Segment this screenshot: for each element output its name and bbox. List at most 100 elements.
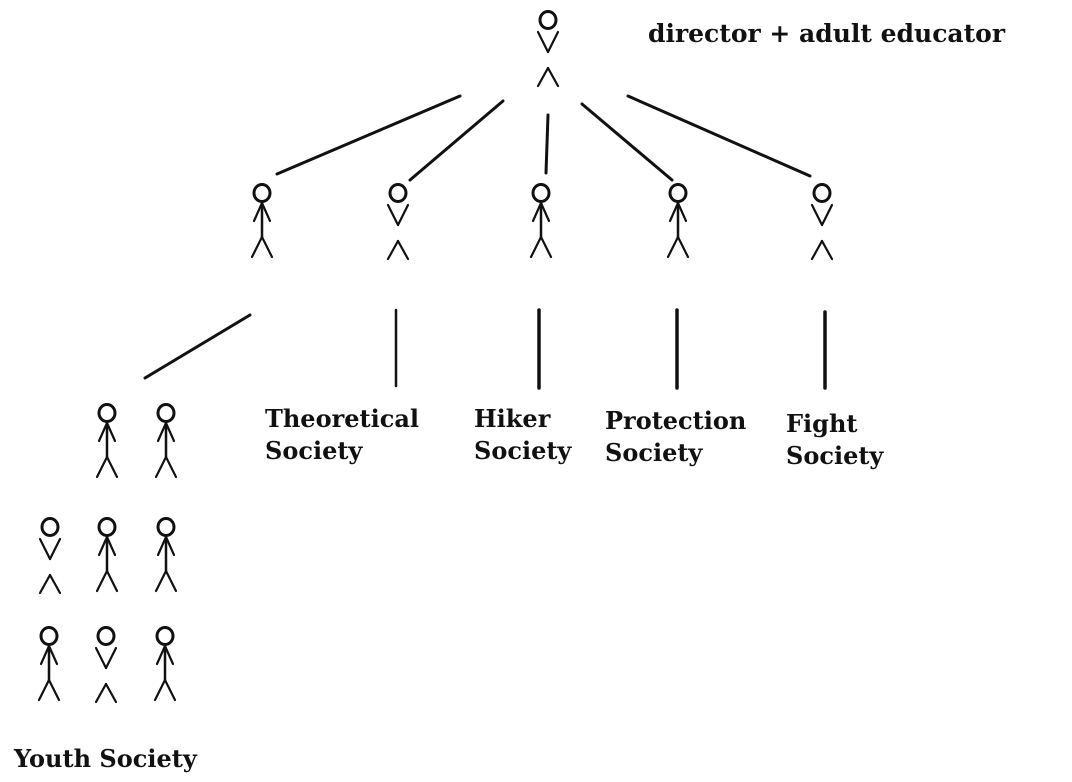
youth-member-figure — [95, 403, 119, 479]
leg — [260, 235, 274, 259]
leader-figure-youth — [250, 183, 274, 259]
v-stroke — [820, 203, 834, 227]
head — [97, 517, 117, 537]
v-stroke — [536, 30, 550, 54]
director-label: director + adult educator — [648, 19, 1006, 48]
leg — [539, 235, 553, 259]
head — [388, 183, 408, 203]
label-line-1: Fight — [786, 409, 858, 438]
caret-stroke — [396, 239, 410, 261]
caret-stroke — [104, 682, 118, 704]
leg — [95, 569, 109, 593]
head — [668, 183, 688, 203]
youth-member-figure — [95, 517, 119, 593]
connector-line — [275, 94, 462, 176]
label-line-2: Society — [265, 436, 363, 465]
v-stroke — [386, 203, 400, 227]
arm — [164, 535, 176, 557]
label-line-2: Society — [474, 436, 572, 465]
v-stroke — [104, 646, 118, 670]
arm — [539, 201, 551, 223]
leg — [163, 678, 177, 702]
label-youth-society: Youth Society — [14, 743, 197, 775]
leg — [164, 455, 178, 479]
arm — [105, 421, 117, 443]
leg — [529, 235, 543, 259]
leg — [154, 455, 168, 479]
head — [538, 10, 558, 30]
arm — [252, 201, 264, 223]
connector-line — [143, 313, 252, 380]
v-stroke — [810, 203, 824, 227]
arm — [97, 421, 109, 443]
arm — [260, 201, 272, 223]
arm — [97, 535, 109, 557]
leader-figure-protection — [666, 183, 690, 259]
youth-member-figure — [154, 517, 178, 593]
caret-stroke — [38, 573, 52, 595]
head — [156, 403, 176, 423]
youth-member-figure — [94, 626, 118, 704]
v-stroke — [396, 203, 410, 227]
arm — [155, 644, 167, 666]
youth-member-figure — [153, 626, 177, 702]
label-line-2: Society — [605, 438, 703, 467]
youth-member-figure — [154, 403, 178, 479]
leg — [250, 235, 264, 259]
arm — [163, 644, 175, 666]
arm — [47, 644, 59, 666]
leg — [95, 455, 109, 479]
leader-figure-hiker — [529, 183, 553, 259]
director-figure — [536, 10, 560, 88]
caret-stroke — [48, 573, 62, 595]
head — [812, 183, 832, 203]
youth-member-figure — [37, 626, 61, 702]
connector-line — [580, 102, 674, 182]
caret-stroke — [546, 66, 560, 88]
connector-line — [626, 94, 812, 178]
caret-stroke — [386, 239, 400, 261]
head — [531, 183, 551, 203]
leg — [164, 569, 178, 593]
head — [97, 403, 117, 423]
label-theoretical-society: Theoretical Society — [265, 403, 419, 467]
v-stroke — [546, 30, 560, 54]
leg — [105, 569, 119, 593]
label-protection-society: Protection Society — [605, 405, 746, 469]
head — [96, 626, 116, 646]
leg — [105, 455, 119, 479]
leader-figure-fight — [810, 183, 834, 261]
v-stroke — [94, 646, 108, 670]
leg — [676, 235, 690, 259]
arm — [164, 421, 176, 443]
leader-figure-theoretical — [386, 183, 410, 261]
caret-stroke — [820, 239, 834, 261]
label-line-1: Protection — [605, 406, 747, 435]
arm — [668, 201, 680, 223]
arm — [105, 535, 117, 557]
head — [156, 517, 176, 537]
leg — [47, 678, 61, 702]
leg — [37, 678, 51, 702]
head — [252, 183, 272, 203]
youth-member-figure — [38, 517, 62, 595]
leg — [153, 678, 167, 702]
label-line-1: Theoretical — [265, 404, 419, 433]
arm — [39, 644, 51, 666]
connector-line — [544, 113, 550, 175]
leg — [154, 569, 168, 593]
head — [155, 626, 175, 646]
label-fight-society: Fight Society — [786, 408, 883, 472]
head — [39, 626, 59, 646]
leg — [666, 235, 680, 259]
caret-stroke — [536, 66, 550, 88]
connector-line — [408, 99, 505, 182]
v-stroke — [38, 537, 52, 561]
head — [40, 517, 60, 537]
arm — [531, 201, 543, 223]
arm — [676, 201, 688, 223]
label-line-2: Society — [786, 441, 884, 470]
label-hiker-society: Hiker Society — [474, 403, 571, 467]
